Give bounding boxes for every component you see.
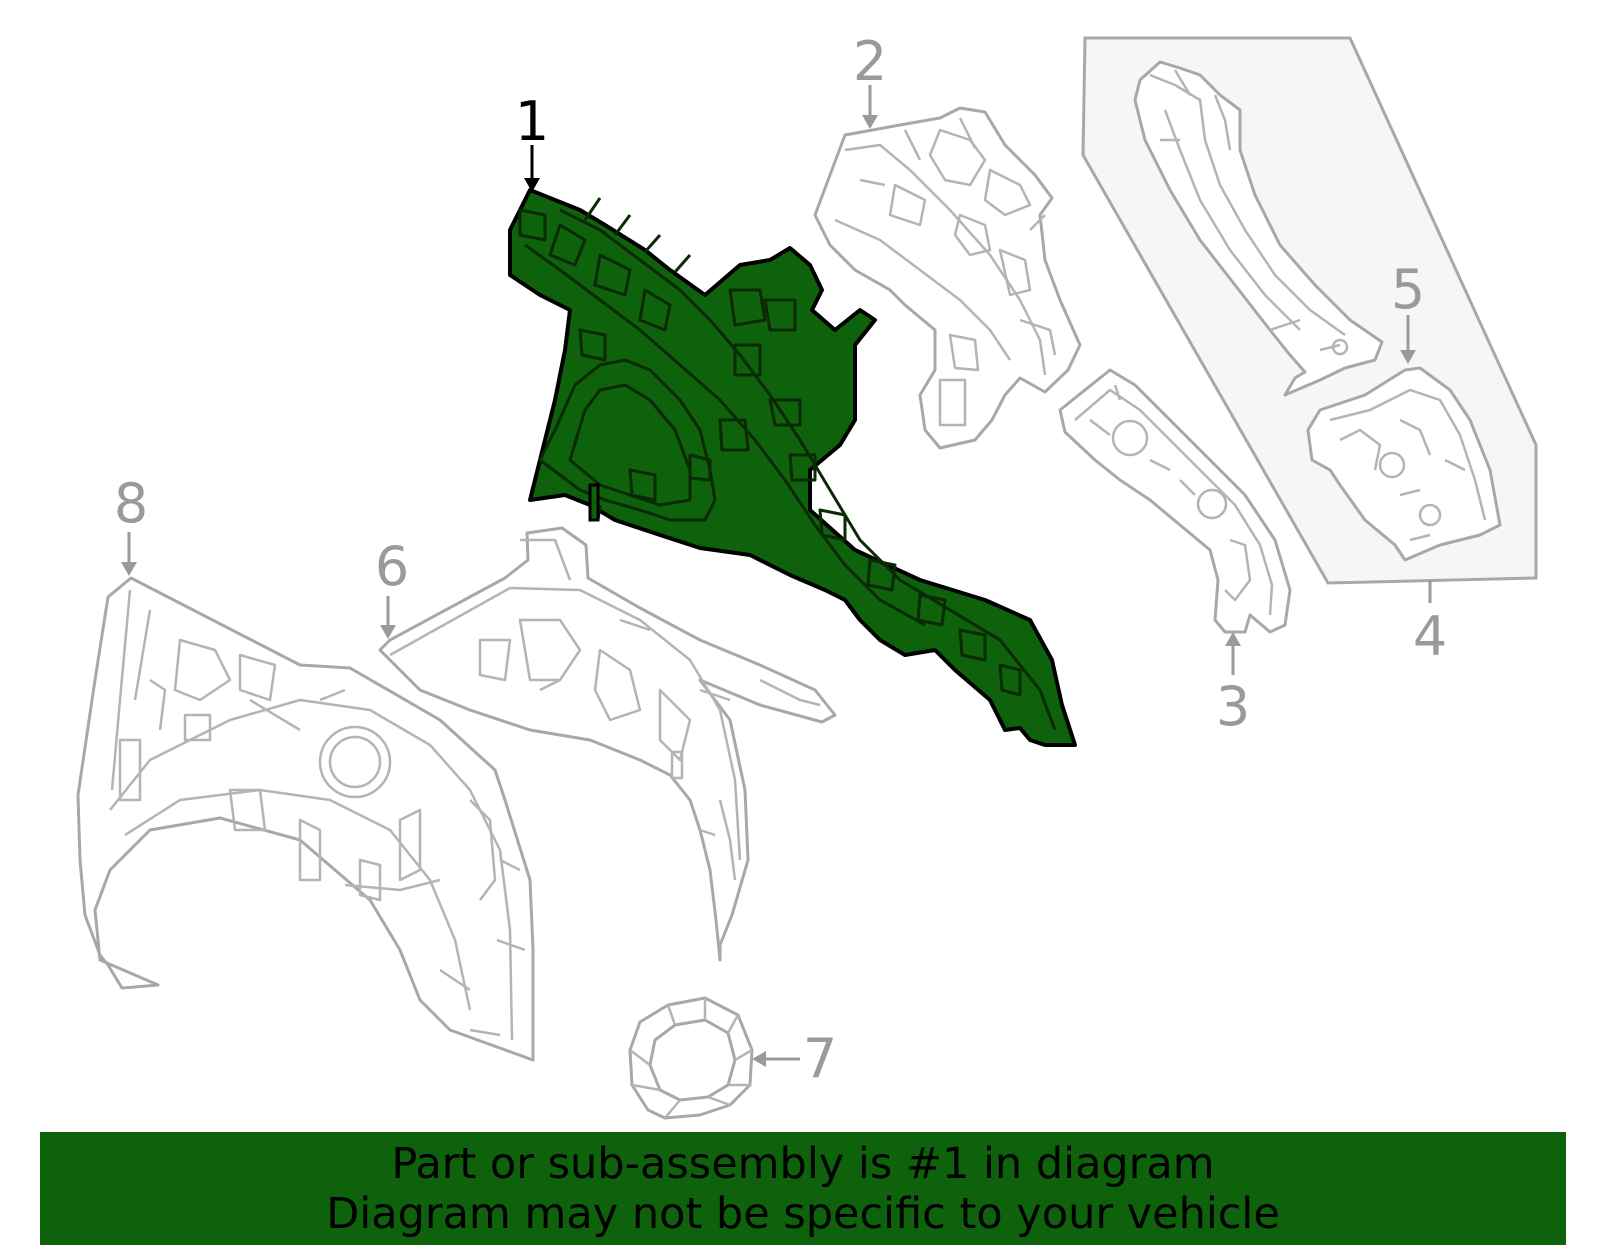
leader-2-arrow: [862, 115, 878, 129]
banner-line-disclaimer: Diagram may not be specific to your vehi…: [326, 1188, 1280, 1239]
callout-7[interactable]: 7: [803, 1027, 837, 1090]
callout-2[interactable]: 2: [853, 30, 887, 93]
leader-5-arrow: [1400, 350, 1416, 364]
callout-1[interactable]: 1: [515, 90, 549, 153]
callout-6[interactable]: 6: [375, 535, 409, 598]
part-6-wheelhouse-inner[interactable]: [378, 526, 837, 962]
part-4-rail[interactable]: [1133, 60, 1384, 397]
callout-5[interactable]: 5: [1391, 258, 1425, 321]
leader-8-arrow: [121, 562, 137, 576]
part-7-grommet[interactable]: [628, 996, 754, 1120]
banner-line-part: Part or sub-assembly is #1 in diagram: [391, 1138, 1215, 1189]
part-2-reinforcement[interactable]: [813, 106, 1082, 450]
leader-1-arrow: [524, 178, 540, 192]
leader-7-arrow: [752, 1051, 766, 1067]
part-5-gusset[interactable]: [1306, 366, 1502, 562]
info-banner: Part or sub-assembly is #1 in diagram Di…: [40, 1132, 1566, 1245]
part-1-highlighted[interactable]: [508, 188, 1077, 747]
callout-3[interactable]: 3: [1216, 675, 1250, 738]
callout-4[interactable]: 4: [1413, 605, 1447, 668]
part-8-wheelhouse-outer[interactable]: [76, 576, 535, 1062]
leader-3-arrow: [1225, 632, 1241, 646]
part-3-bracket[interactable]: [1058, 368, 1292, 634]
callout-8[interactable]: 8: [114, 472, 148, 535]
leader-6-arrow: [380, 625, 396, 639]
